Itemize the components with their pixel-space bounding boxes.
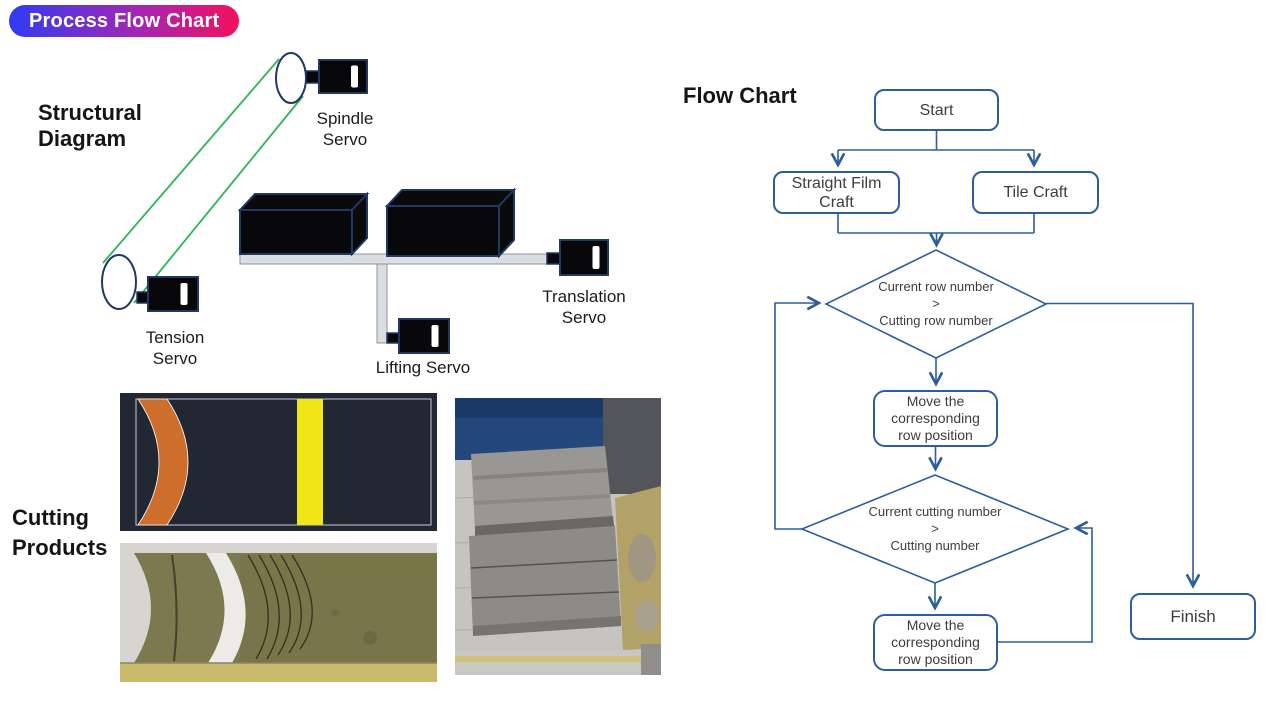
translation-servo-icon: [546, 239, 609, 276]
cutting-products-title: Cutting Products: [12, 505, 108, 560]
yellow-stripe-shape: [297, 399, 323, 525]
roller-belt-lines: [102, 58, 304, 304]
steel-block-top: [471, 446, 613, 530]
slide-title-badge: Process Flow Chart: [9, 5, 240, 37]
spindle-servo-icon: [305, 59, 368, 94]
tension-servo-icon: [136, 276, 199, 312]
structural-diagram-title: Structural Diagram: [38, 100, 142, 151]
white-crescent-cut: [206, 553, 246, 663]
flow-node-move-row: Move the corresponding row position: [873, 390, 998, 447]
lifting-servo-label: Lifting Servo: [375, 358, 471, 377]
structural-diagram: [101, 52, 609, 354]
cutter-block-2: [384, 187, 517, 259]
translation-servo-label: Translation Servo: [542, 287, 626, 327]
dark-gray-corner: [603, 398, 661, 494]
steel-block-bottom: [469, 526, 621, 636]
tension-servo-label: Tension Servo: [145, 328, 205, 368]
translation-rail: [239, 253, 548, 265]
yellow-stained-slab: [615, 486, 661, 650]
steel-blocks-graphic: [455, 398, 661, 675]
cad-preview-image: [120, 393, 437, 531]
connector-loop-left: [774, 303, 818, 530]
flow-decision-cut-text: Current cutting number > Cutting number: [868, 504, 1002, 553]
flow-chart-title: Flow Chart: [683, 83, 797, 108]
curved-cut-lines: [247, 554, 313, 660]
flow-node-tile-craft: Tile Craft: [972, 171, 1099, 214]
roller-bottom-ellipse: [101, 254, 137, 310]
roller-top-ellipse: [275, 52, 307, 104]
flow-node-finish: Finish: [1130, 593, 1256, 640]
flow-decision-row-text: Current row number > Cutting row number: [878, 279, 994, 328]
connector-merge: [837, 214, 1035, 234]
cut-film-graphic: [120, 543, 437, 682]
orange-crescent-shape: [137, 398, 189, 526]
connector-start-split: [838, 131, 1034, 151]
slide-title-text: Process Flow Chart: [29, 9, 220, 32]
flow-node-start: Start: [874, 89, 999, 131]
cad-preview-graphic: [120, 393, 437, 531]
lifting-servo-icon: [386, 318, 450, 354]
connector-to-finish: [1046, 302, 1193, 586]
flow-node-move-cut: Move the corresponding row position: [873, 614, 998, 671]
steel-blocks-photo: [455, 398, 661, 675]
flow-node-straight-film-craft: Straight Film Craft: [773, 171, 900, 214]
cut-film-photo: [120, 543, 437, 682]
lifting-bar: [376, 263, 388, 344]
spindle-servo-label: Spindle Servo: [316, 109, 374, 149]
cutter-block-1: [237, 191, 370, 257]
